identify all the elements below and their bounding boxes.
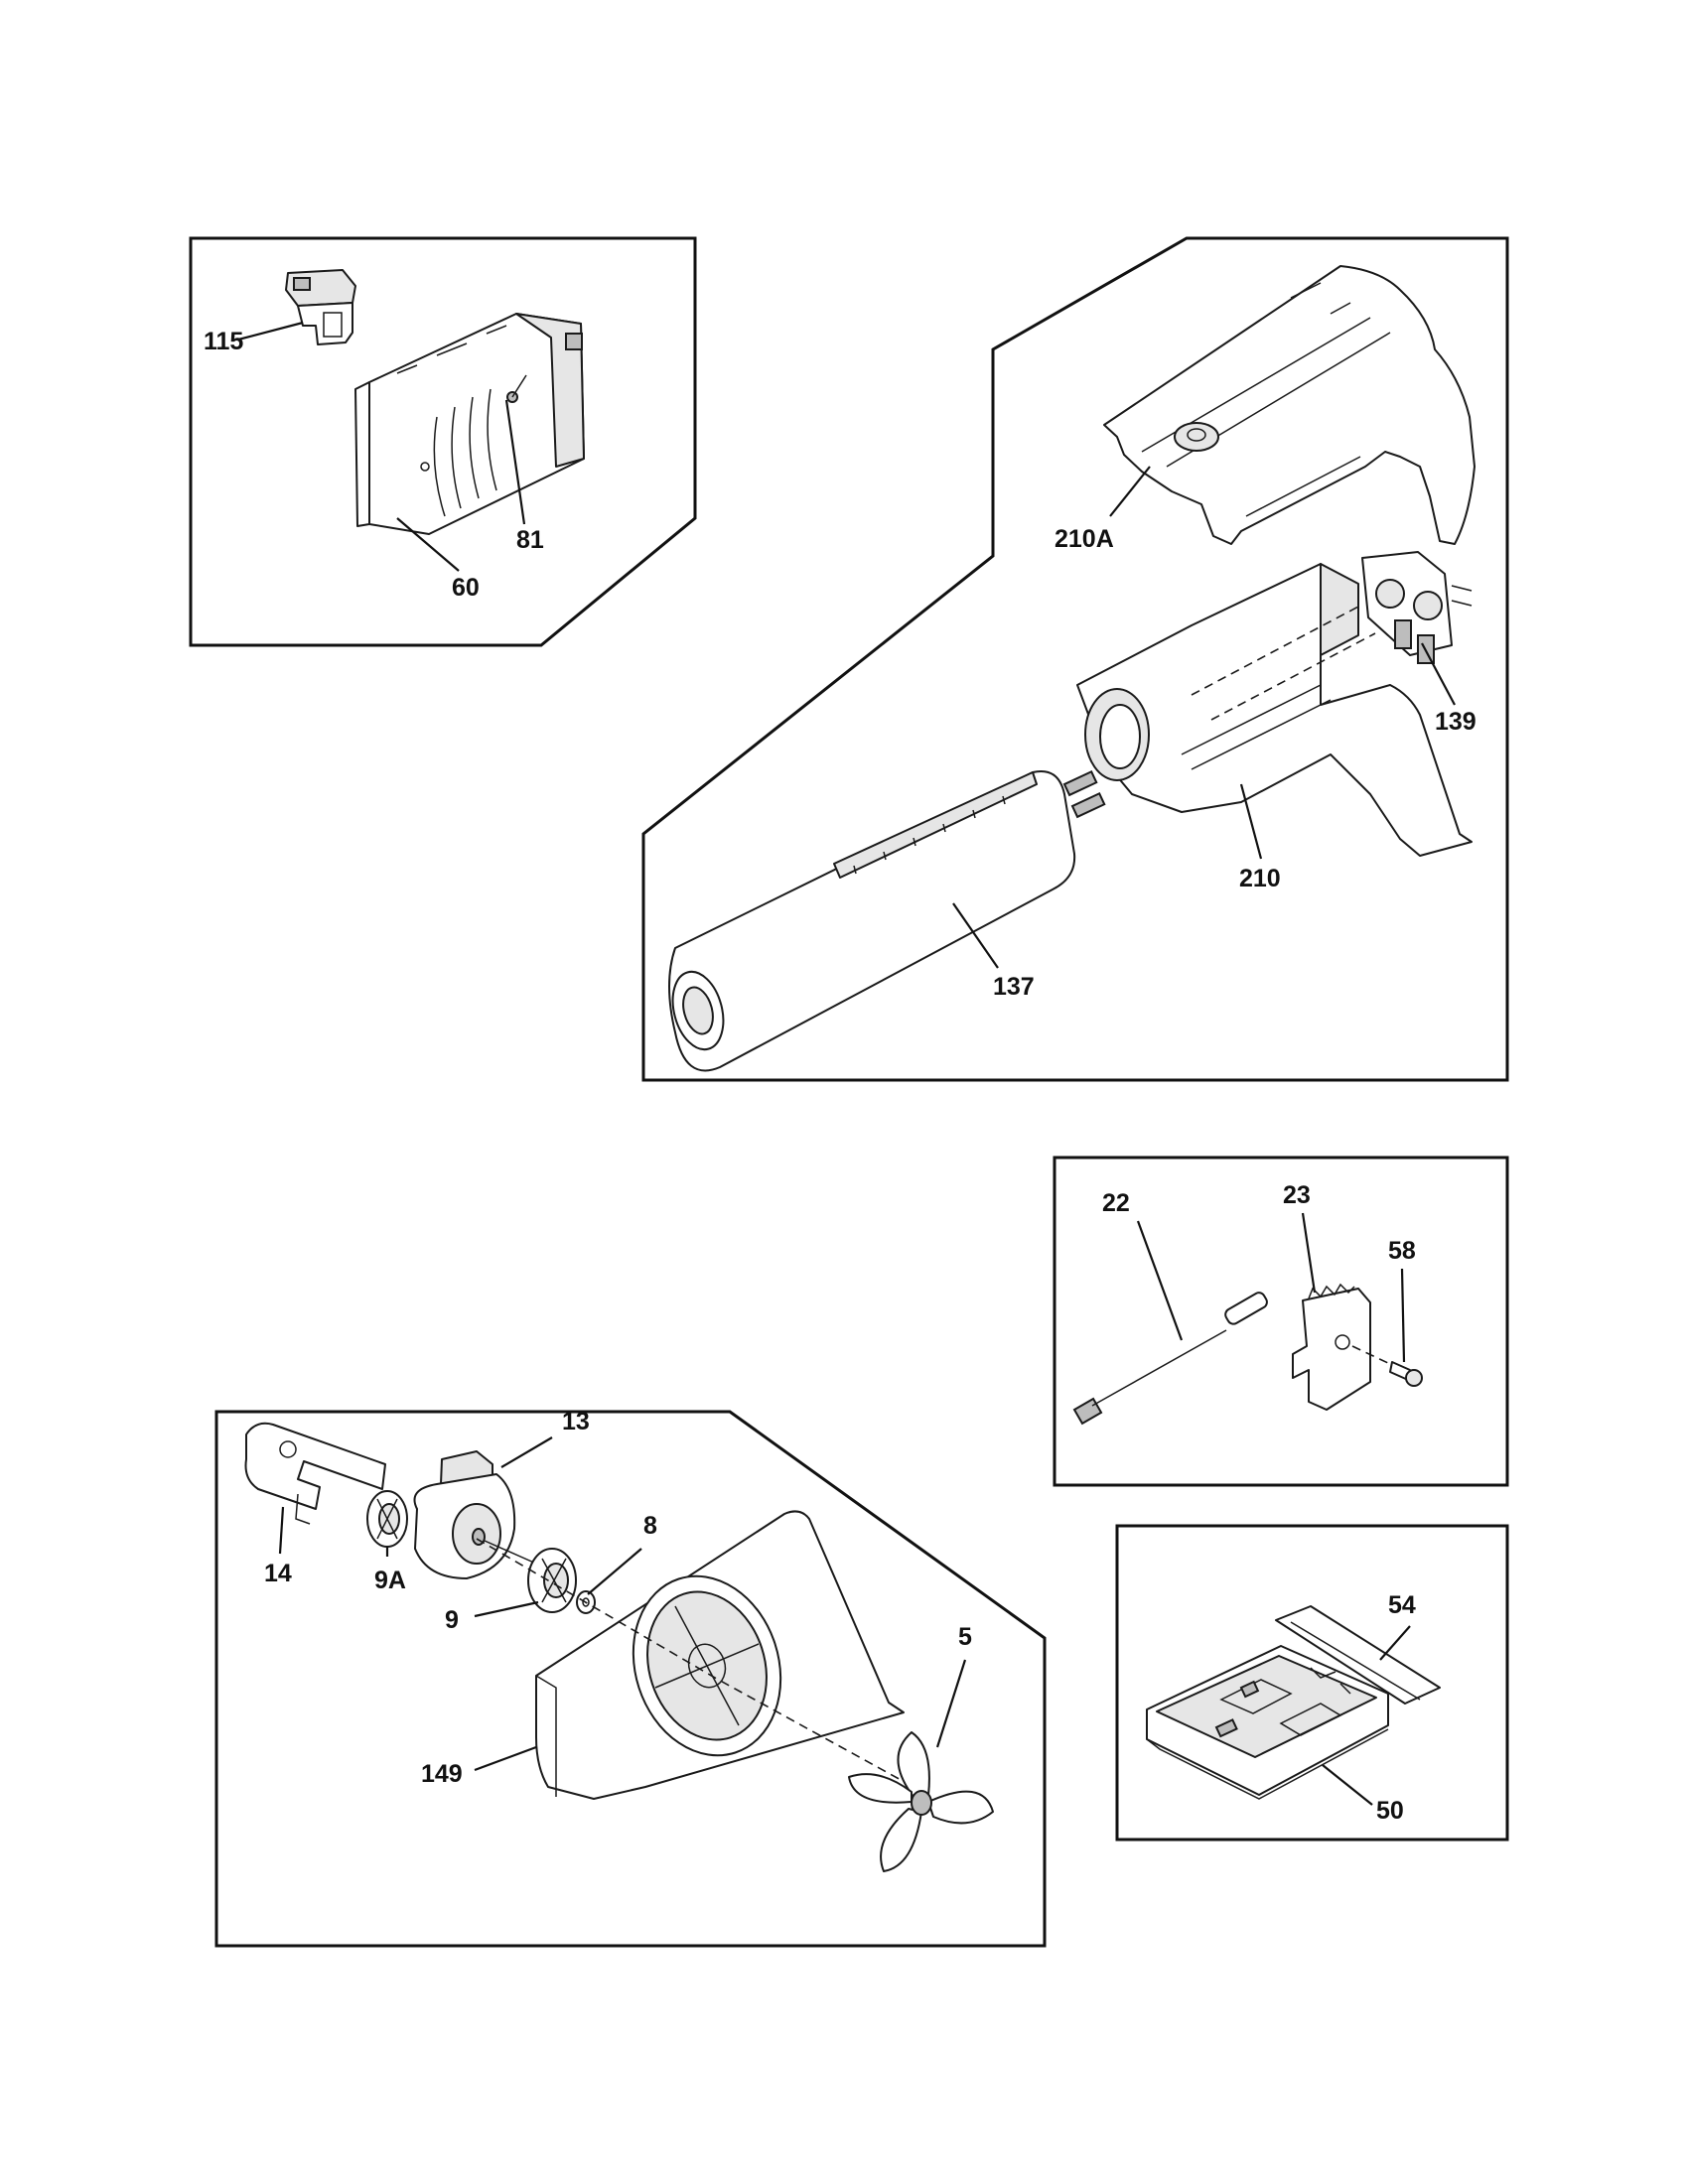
part-50-tray [1146, 1645, 1389, 1800]
part-81-screw [506, 374, 527, 403]
callout-210: 210 [1239, 865, 1281, 892]
part-210A-upper-housing [1103, 265, 1476, 545]
part-210-filter-head [1076, 563, 1473, 857]
callout-13: 13 [562, 1408, 590, 1435]
callout-60: 60 [452, 574, 480, 602]
part-22-thermistor [1072, 1292, 1268, 1426]
callout-9A: 9A [374, 1567, 406, 1594]
panel-fan-assembly [214, 1410, 1047, 1948]
part-9A-grommet [366, 1490, 408, 1548]
panel-control-tray [1115, 1524, 1509, 1842]
callout-210A: 210A [1055, 525, 1114, 553]
callout-14: 14 [264, 1560, 292, 1587]
callout-115: 115 [204, 328, 243, 355]
callout-8: 8 [643, 1512, 657, 1540]
callout-9: 9 [445, 1606, 459, 1634]
part-139-water-valve [1361, 551, 1473, 664]
panel-sensor-clip [1053, 1156, 1509, 1487]
part-14-motor-bracket [244, 1422, 386, 1525]
part-13-fan-motor [413, 1450, 537, 1579]
leader-lines [237, 321, 1456, 1806]
part-137-water-filter [668, 769, 1106, 1072]
callout-labels: 115 81 60 210A 139 210 137 22 23 58 13 1… [204, 328, 1477, 1825]
part-60-cover-housing [354, 313, 585, 535]
callout-139: 139 [1435, 708, 1477, 736]
part-9-grommet [527, 1548, 577, 1613]
callout-149: 149 [421, 1760, 463, 1788]
callout-81: 81 [516, 526, 544, 554]
callout-50: 50 [1376, 1797, 1404, 1825]
part-5-fan-blade [848, 1731, 994, 1872]
part-115-connector [285, 269, 356, 345]
callout-22: 22 [1102, 1189, 1130, 1217]
panel-damper-cover [189, 236, 697, 647]
callout-137: 137 [993, 973, 1035, 1001]
callout-5: 5 [958, 1623, 972, 1651]
callout-23: 23 [1283, 1181, 1311, 1209]
part-149-fan-shroud [476, 1510, 914, 1800]
part-54-strip [1275, 1605, 1441, 1705]
callout-58: 58 [1388, 1237, 1416, 1265]
part-58-screw [1351, 1345, 1423, 1387]
panel-filter-housing [641, 236, 1509, 1082]
callout-54: 54 [1388, 1591, 1416, 1619]
